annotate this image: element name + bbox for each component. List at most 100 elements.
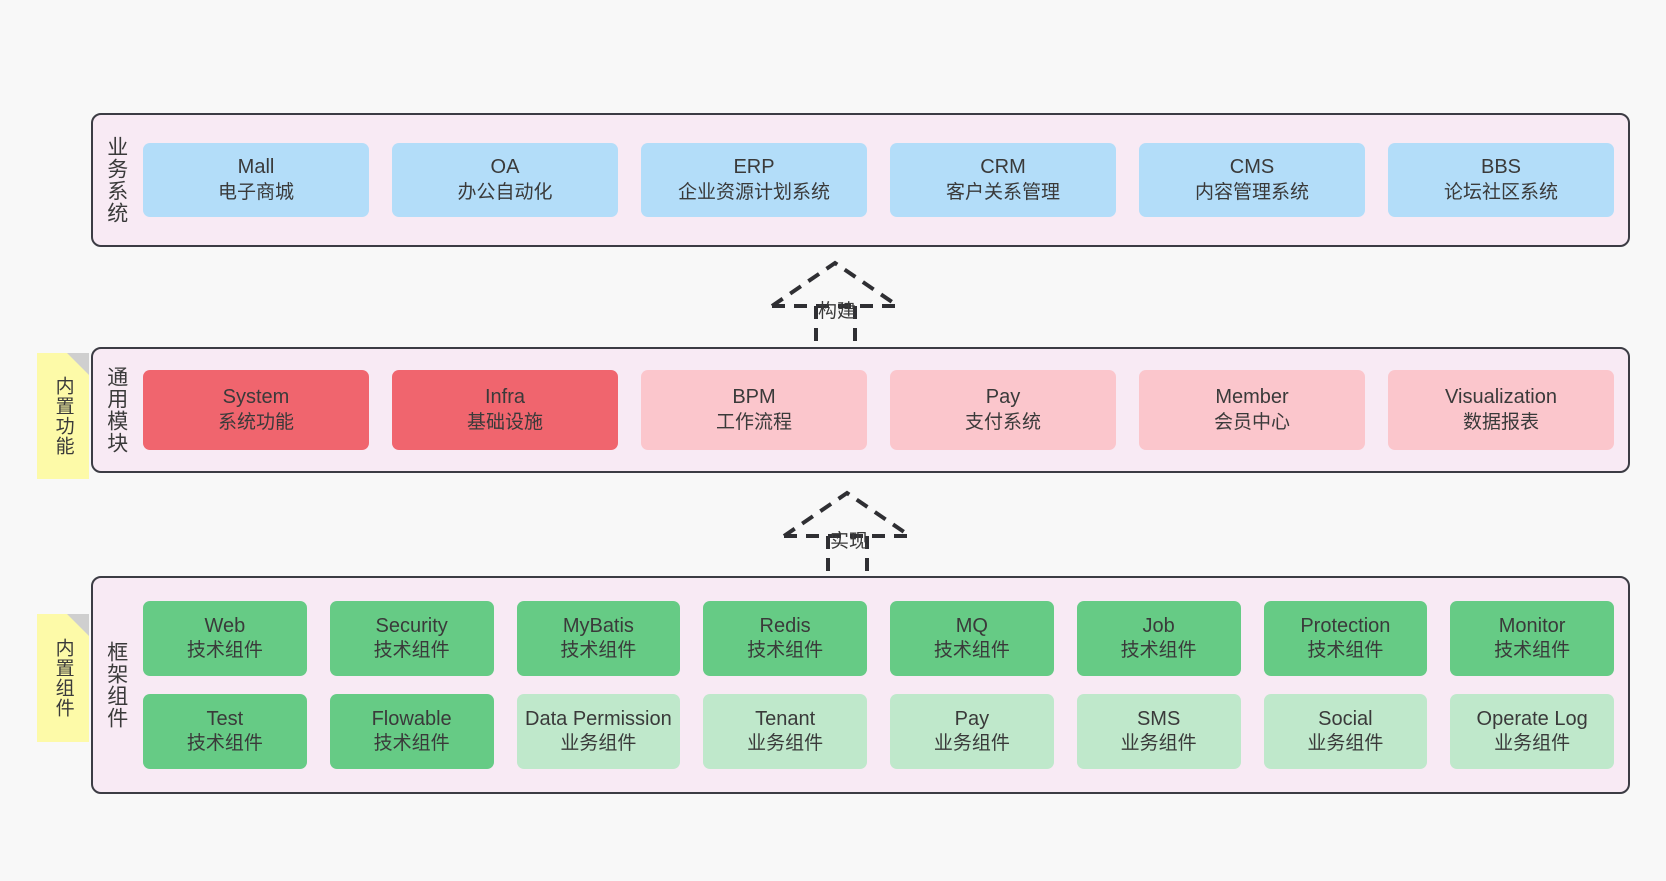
card-title: Visualization [1445,386,1557,409]
card-title: System [222,386,290,409]
card-title: Job [1142,614,1175,637]
card-title: Pay [954,707,990,730]
card-subtitle: 技术组件 [186,640,263,662]
card-title: SMS [1136,707,1181,730]
card-mq[interactable]: MQ 技术组件 [890,601,1054,676]
card-subtitle: 业务组件 [933,733,1010,755]
card-subtitle: 业务组件 [747,733,824,755]
card-tenant[interactable]: Tenant 业务组件 [703,694,867,769]
card-title: Flowable [371,707,452,730]
layer-body-framework-component: Web 技术组件 Security 技术组件 MyBatis 技术组件 Redi… [139,578,1628,792]
card-title: Protection [1300,614,1391,637]
card-title: Operate Log [1476,707,1588,730]
layer-title-common-module: 通用模块 [104,366,128,454]
card-row: Web 技术组件 Security 技术组件 MyBatis 技术组件 Redi… [143,601,1614,676]
note-builtin-function: 内置功能 [37,353,89,479]
card-subtitle: 工作流程 [715,411,792,433]
card-crm[interactable]: CRM 客户关系管理 [890,143,1116,217]
card-subtitle: 内容管理系统 [1194,181,1309,203]
layer-business-system: 业务系统 Mall 电子商城 OA 办公自动化 ERP 企业资源计划系统 CRM… [91,113,1630,247]
layer-common-module: 通用模块 System 系统功能 Infra 基础设施 BPM 工作流程 Pay… [91,347,1630,473]
card-monitor[interactable]: Monitor 技术组件 [1450,601,1614,676]
card-subtitle: 业务组件 [560,733,637,755]
card-title: Monitor [1498,614,1566,637]
layer-body-common-module: System 系统功能 Infra 基础设施 BPM 工作流程 Pay 支付系统… [139,349,1628,471]
card-title: Tenant [755,707,816,730]
card-subtitle: 基础设施 [466,411,543,433]
layer-title-business-system: 业务系统 [104,136,128,224]
card-title: Security [375,614,448,637]
card-oa[interactable]: OA 办公自动化 [392,143,618,217]
card-title: Test [206,707,244,730]
card-visualization[interactable]: Visualization 数据报表 [1388,370,1614,450]
card-subtitle: 客户关系管理 [945,181,1060,203]
card-sms[interactable]: SMS 业务组件 [1076,694,1241,769]
card-subtitle: 技术组件 [373,640,450,662]
card-title: Social [1318,707,1373,730]
card-pay-business[interactable]: Pay 业务组件 [890,694,1054,769]
card-mybatis[interactable]: MyBatis 技术组件 [516,601,681,676]
card-title: MQ [955,614,988,637]
card-title: Data Permission [525,707,672,730]
card-subtitle: 办公自动化 [457,181,553,203]
card-bbs[interactable]: BBS 论坛社区系统 [1388,143,1614,217]
card-subtitle: 论坛社区系统 [1443,181,1558,203]
card-subtitle: 技术组件 [373,733,450,755]
card-protection[interactable]: Protection 技术组件 [1263,601,1428,676]
card-title: BPM [732,386,776,409]
note-fold-corner-icon [67,614,89,636]
card-web[interactable]: Web 技术组件 [143,601,307,676]
card-pay[interactable]: Pay 支付系统 [890,370,1116,450]
card-job[interactable]: Job 技术组件 [1076,601,1241,676]
card-data-permission[interactable]: Data Permission 业务组件 [516,694,681,769]
card-cms[interactable]: CMS 内容管理系统 [1139,143,1365,217]
card-member[interactable]: Member 会员中心 [1139,370,1365,450]
card-title: CRM [980,156,1026,179]
card-subtitle: 数据报表 [1462,411,1539,433]
card-system[interactable]: System 系统功能 [143,370,369,450]
card-subtitle: 技术组件 [560,640,637,662]
arrow-implement: 实现 [772,488,922,583]
card-subtitle: 电子商城 [217,181,294,203]
note-builtin-component: 内置组件 [37,614,89,742]
card-infra[interactable]: Infra 基础设施 [392,370,618,450]
card-subtitle: 业务组件 [1307,733,1384,755]
layer-framework-component: 框架组件 Web 技术组件 Security 技术组件 MyBatis 技术组件… [91,576,1630,794]
card-title: Infra [484,386,526,409]
card-title: Member [1215,386,1289,409]
card-subtitle: 系统功能 [217,411,294,433]
card-flowable[interactable]: Flowable 技术组件 [329,694,494,769]
card-subtitle: 会员中心 [1213,411,1290,433]
card-title: ERP [733,156,775,179]
layer-title-framework-component: 框架组件 [104,641,128,729]
card-social[interactable]: Social 业务组件 [1263,694,1428,769]
note-label: 内置组件 [52,638,74,718]
card-row: Mall 电子商城 OA 办公自动化 ERP 企业资源计划系统 CRM 客户关系… [143,143,1614,217]
card-redis[interactable]: Redis 技术组件 [703,601,867,676]
card-subtitle: 技术组件 [1120,640,1197,662]
card-subtitle: 业务组件 [1494,733,1571,755]
card-title: BBS [1480,156,1522,179]
layer-body-business-system: Mall 电子商城 OA 办公自动化 ERP 企业资源计划系统 CRM 客户关系… [139,115,1628,245]
card-mall[interactable]: Mall 电子商城 [143,143,369,217]
card-subtitle: 技术组件 [747,640,824,662]
card-erp[interactable]: ERP 企业资源计划系统 [641,143,867,217]
arrow-build-label: 构建 [818,301,857,322]
card-subtitle: 技术组件 [933,640,1010,662]
card-row: Test 技术组件 Flowable 技术组件 Data Permission … [143,694,1614,769]
arrow-build: 构建 [760,258,910,353]
card-title: Redis [759,614,811,637]
card-subtitle: 技术组件 [186,733,263,755]
card-title: CMS [1229,156,1275,179]
card-operate-log[interactable]: Operate Log 业务组件 [1450,694,1614,769]
card-title: Web [204,614,246,637]
card-security[interactable]: Security 技术组件 [329,601,494,676]
arrow-implement-label: 实现 [830,531,869,552]
card-test[interactable]: Test 技术组件 [143,694,307,769]
card-subtitle: 技术组件 [1307,640,1384,662]
card-bpm[interactable]: BPM 工作流程 [641,370,867,450]
card-title: Mall [237,156,275,179]
card-title: MyBatis [562,614,634,637]
card-subtitle: 企业资源计划系统 [677,181,830,203]
